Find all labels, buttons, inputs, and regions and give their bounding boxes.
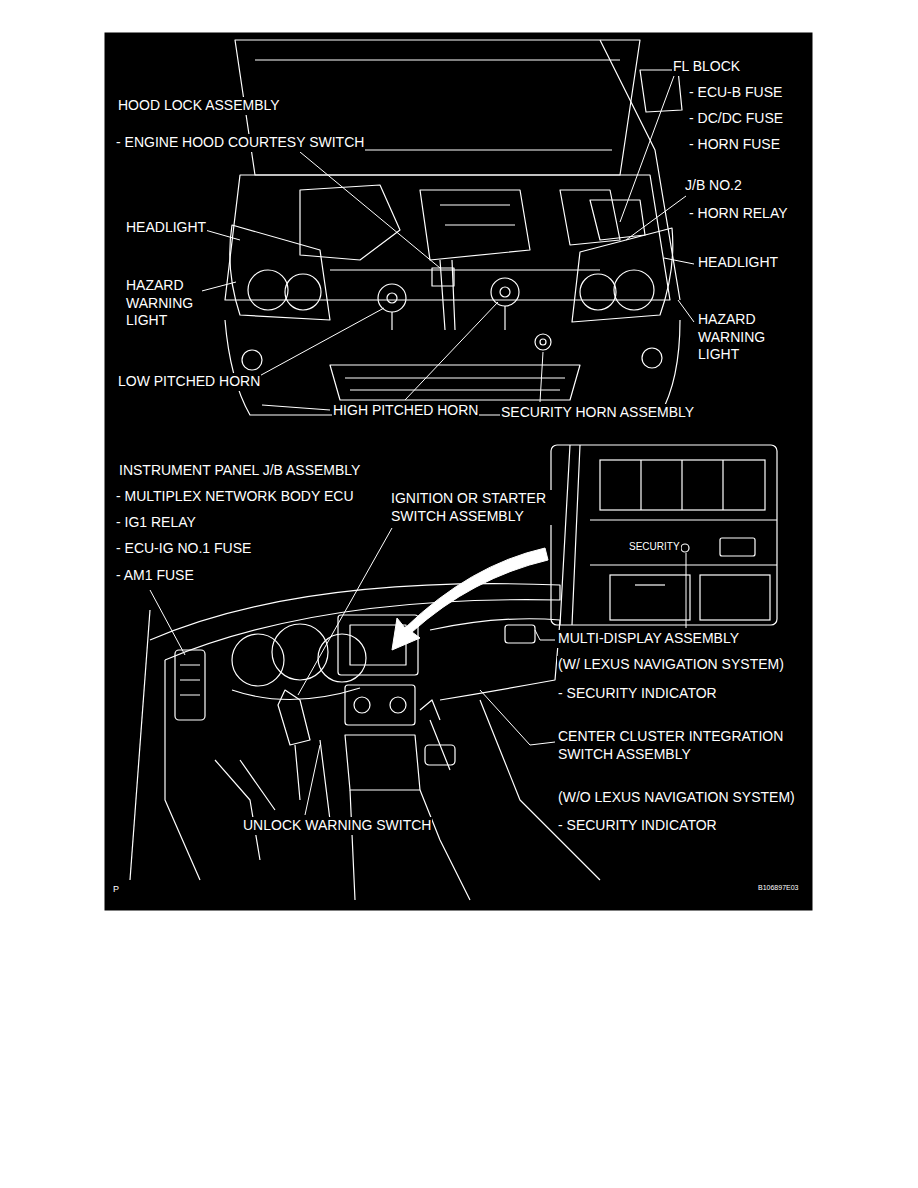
part-label: HEADLIGHT <box>697 254 779 272</box>
part-label: - DC/DC FUSE <box>688 110 784 128</box>
part-label: CENTER CLUSTER INTEGRATION SWITCH ASSEMB… <box>557 728 794 763</box>
part-label: MULTI-DISPLAY ASSEMBLY <box>557 630 740 648</box>
part-label: - HORN RELAY <box>688 205 789 223</box>
part-label: J/B NO.2 <box>684 177 743 195</box>
part-label: - IG1 RELAY <box>115 514 197 532</box>
security-indicator-inset <box>551 445 777 625</box>
part-label: P <box>112 884 120 895</box>
part-label: - ENGINE HOOD COURTESY SWITCH <box>115 134 365 152</box>
part-label: SECURITY <box>628 541 681 554</box>
part-label: - HORN FUSE <box>688 136 781 154</box>
part-label: FL BLOCK <box>672 58 741 76</box>
part-label: B106897E03 <box>757 884 799 893</box>
part-label: INSTRUMENT PANEL J/B ASSEMBLY <box>118 462 361 480</box>
part-label: - AM1 FUSE <box>115 567 195 585</box>
part-label: (W/ LEXUS NAVIGATION SYSTEM) <box>557 656 785 674</box>
part-label: SECURITY HORN ASSEMBLY <box>500 404 695 422</box>
part-label: HEADLIGHT <box>125 219 207 237</box>
part-label: - SECURITY INDICATOR <box>557 817 718 835</box>
part-label: IGNITION OR STARTER SWITCH ASSEMBLY <box>390 490 557 525</box>
part-label: HAZARD WARNING LIGHT <box>125 277 202 330</box>
part-label: (W/O LEXUS NAVIGATION SYSTEM) <box>557 789 796 807</box>
part-label: - ECU-IG NO.1 FUSE <box>115 540 252 558</box>
part-label: - MULTIPLEX NETWORK BODY ECU <box>115 488 355 506</box>
part-label: HOOD LOCK ASSEMBLY <box>117 97 281 115</box>
part-label: HAZARD WARNING LIGHT <box>697 311 774 364</box>
leader-lines <box>150 76 694 815</box>
callout-arrow <box>392 548 548 650</box>
dashboard <box>130 584 600 900</box>
part-label: - SECURITY INDICATOR <box>557 685 718 703</box>
part-label: HIGH PITCHED HORN <box>332 402 479 420</box>
part-label: LOW PITCHED HORN <box>117 373 261 391</box>
part-label: - ECU-B FUSE <box>688 84 783 102</box>
part-label: UNLOCK WARNING SWITCH <box>242 817 432 835</box>
frame <box>105 33 812 910</box>
vehicle-front <box>225 40 682 415</box>
